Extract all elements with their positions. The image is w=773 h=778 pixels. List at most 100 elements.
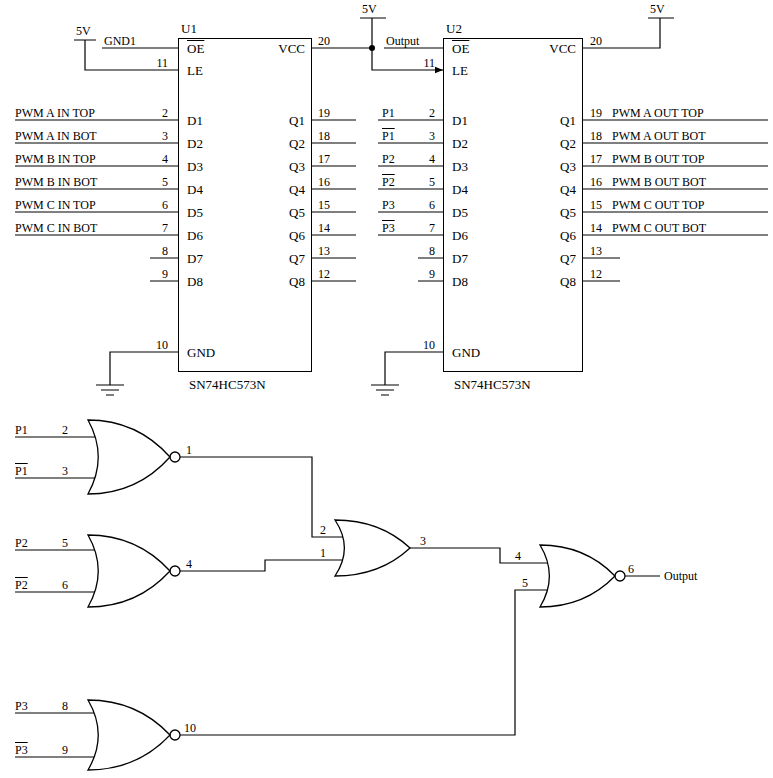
net-label: PWM A IN BOT xyxy=(15,129,97,143)
pin-number: 2 xyxy=(162,106,168,120)
pin-number: 9 xyxy=(62,743,68,757)
net-label: PWM C OUT BOT xyxy=(612,221,706,235)
net-label: P2 xyxy=(382,152,395,166)
pin-name: Q8 xyxy=(560,274,576,289)
pin-number: 1 xyxy=(320,546,326,560)
chip-designator: U1 xyxy=(181,21,197,36)
pin-number: 9 xyxy=(162,267,168,281)
pin-number: 11 xyxy=(423,56,435,70)
pin-name: D6 xyxy=(452,228,468,243)
pin-number: 13 xyxy=(590,244,602,258)
pin-number: 7 xyxy=(429,221,435,235)
pin-number: 12 xyxy=(318,267,330,281)
pin-number: 7 xyxy=(162,221,168,235)
pin-number: 8 xyxy=(62,699,68,713)
pin-name: Q4 xyxy=(560,182,576,197)
pin-name: GND xyxy=(452,345,480,360)
net-label: PWM A IN TOP xyxy=(15,106,95,120)
pin-number: 14 xyxy=(318,221,330,235)
pin-number: 6 xyxy=(162,198,168,212)
pin-number: 1 xyxy=(186,443,192,457)
pin-number: 16 xyxy=(590,175,602,189)
net-label: P1 xyxy=(15,423,28,437)
net-label: PWM C IN BOT xyxy=(15,221,97,235)
pin-number: 4 xyxy=(429,152,435,166)
pin-number: 8 xyxy=(429,244,435,258)
net-label: P1 xyxy=(382,129,395,143)
pin-name: Q1 xyxy=(289,113,305,128)
pin-name: Q8 xyxy=(289,274,305,289)
pin-name: Q5 xyxy=(289,205,305,220)
nor-gate xyxy=(88,535,170,607)
pin-number: 6 xyxy=(429,198,435,212)
nor-bubble xyxy=(170,730,180,740)
net-label: 5V xyxy=(76,24,91,38)
net-label: PWM B OUT BOT xyxy=(612,175,706,189)
or-gate xyxy=(335,520,410,576)
pin-number: 4 xyxy=(515,549,521,563)
pin-name: Q1 xyxy=(560,113,576,128)
pin-name: Q2 xyxy=(289,136,305,151)
pin-number: 20 xyxy=(590,34,602,48)
pin-name: Q3 xyxy=(289,159,305,174)
pin-name: D3 xyxy=(187,159,203,174)
pin-name: OE xyxy=(187,41,204,56)
pin-name: Q4 xyxy=(289,182,305,197)
net-label: P1 xyxy=(382,106,395,120)
pin-name: GND xyxy=(187,345,215,360)
nor-bubble xyxy=(170,566,180,576)
nor-bubble xyxy=(615,571,625,581)
net-label: PWM B OUT TOP xyxy=(612,152,704,166)
pin-number: 15 xyxy=(318,198,330,212)
nor-gate xyxy=(88,700,170,770)
net-label: P1 xyxy=(15,464,28,478)
pin-number: 14 xyxy=(590,221,602,235)
pin-number: 4 xyxy=(162,152,168,166)
net-label: P2 xyxy=(15,536,28,550)
net-label: PWM A OUT TOP xyxy=(612,106,704,120)
pin-name: VCC xyxy=(549,41,576,56)
chip-designator: U2 xyxy=(446,21,462,36)
pin-name: D1 xyxy=(452,113,468,128)
pin-number: 5 xyxy=(429,175,435,189)
net-label: 5V xyxy=(650,2,665,16)
wires xyxy=(15,18,768,757)
net-label: PWM C OUT TOP xyxy=(612,198,704,212)
pin-number: 8 xyxy=(162,244,168,258)
pin-name: D3 xyxy=(452,159,468,174)
net-label: P2 xyxy=(382,175,395,189)
net-label: P3 xyxy=(15,743,28,757)
net-label: PWM C IN TOP xyxy=(15,198,96,212)
pin-name: D8 xyxy=(452,274,468,289)
pin-number: 13 xyxy=(318,244,330,258)
part-number: SN74HC573N xyxy=(189,377,266,392)
net-label: P3 xyxy=(15,699,28,713)
pin-name: Q7 xyxy=(289,251,305,266)
pin-number: 3 xyxy=(62,464,68,478)
ic-chip: U1OELED1D2D3D4D5D6D7D8GNDVCCQ1Q2Q3Q4Q5Q6… xyxy=(178,38,312,372)
net-label: PWM B IN BOT xyxy=(15,175,97,189)
pin-number: 2 xyxy=(320,523,326,537)
pin-name: LE xyxy=(187,63,203,78)
pin-name: OE xyxy=(452,41,469,56)
part-number: SN74HC573N xyxy=(454,377,531,392)
pin-name: D8 xyxy=(187,274,203,289)
pin-number: 17 xyxy=(318,152,330,166)
pin-name: VCC xyxy=(278,41,305,56)
pin-number: 3 xyxy=(162,129,168,143)
pin-name: Q7 xyxy=(560,251,576,266)
pin-name: Q5 xyxy=(560,205,576,220)
net-label: P3 xyxy=(382,198,395,212)
pin-name: D5 xyxy=(187,205,203,220)
pin-number: 6 xyxy=(62,578,68,592)
nor-gate xyxy=(540,545,615,607)
pin-number: 10 xyxy=(423,338,435,352)
pin-number: 5 xyxy=(162,175,168,189)
pin-number: 20 xyxy=(318,34,330,48)
pin-name: D2 xyxy=(187,136,203,151)
pin-number: 17 xyxy=(590,152,602,166)
net-label: P2 xyxy=(15,578,28,592)
pin-number: 5 xyxy=(62,536,68,550)
pin-number: 12 xyxy=(590,267,602,281)
